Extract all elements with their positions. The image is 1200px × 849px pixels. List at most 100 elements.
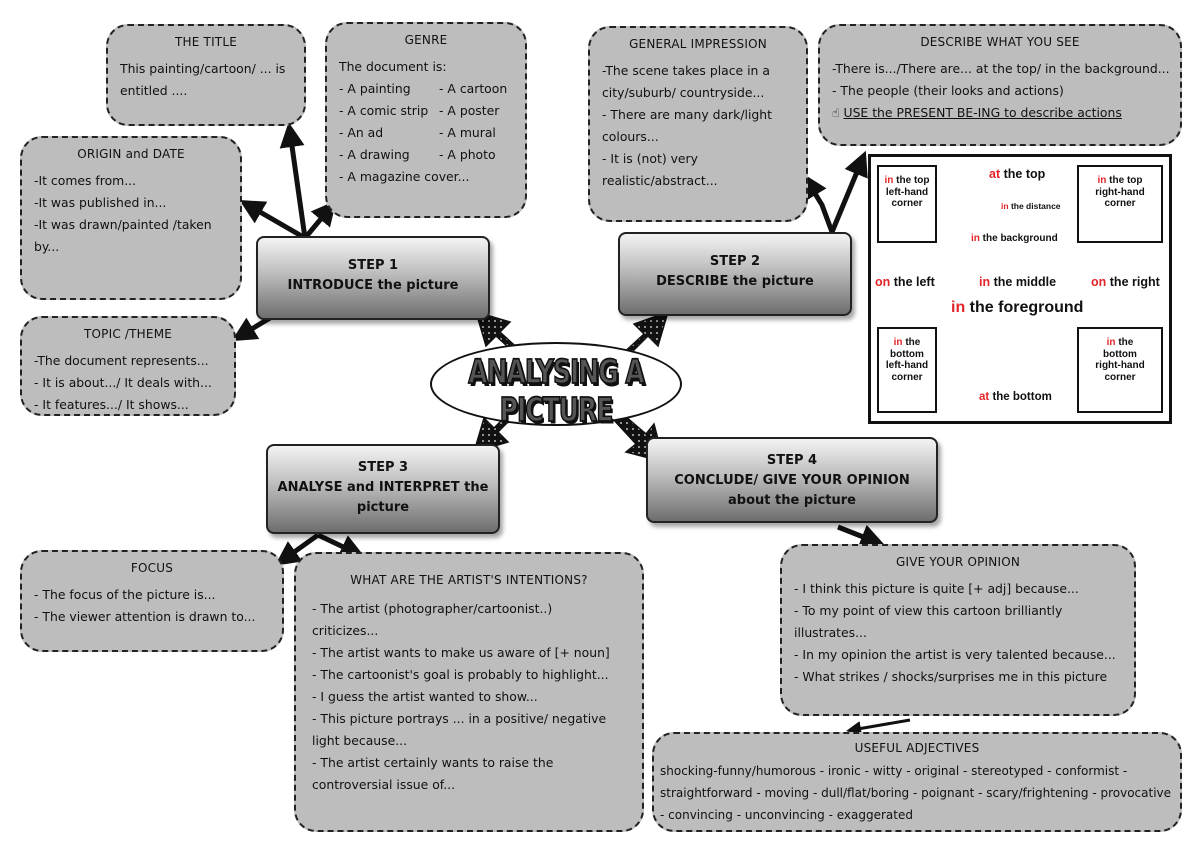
impression-box-heading: GENERAL IMPRESSION: [629, 37, 767, 51]
arrow-to-impression: [802, 173, 835, 233]
describe-line: -There is.../There are... at the top/ in…: [832, 61, 1170, 76]
arrow-to-intentions: [316, 532, 366, 558]
pos-foreground: in the foreground: [951, 299, 1084, 316]
focus-line: - The focus of the picture is...: [34, 587, 216, 602]
arrow-to-adjectives: [846, 718, 911, 736]
intentions-line: light because...: [312, 733, 408, 748]
genre-item: - A drawing: [339, 147, 410, 162]
genre-item: - A photo: [439, 147, 496, 162]
intentions-line: - This picture portrays ... in a positiv…: [312, 711, 607, 726]
intentions-line: controversial issue of...: [312, 777, 456, 792]
genre-box-heading: GENRE: [404, 33, 448, 47]
pos-bottom: at the bottom: [979, 391, 1052, 403]
intentions-line: criticizes...: [312, 623, 379, 638]
opinion-box-heading: GIVE YOUR OPINION: [895, 555, 1021, 569]
arrow-to-origin: [239, 199, 307, 241]
impression-box: GENERAL IMPRESSION -The scene takes plac…: [588, 26, 808, 222]
step2-box: STEP 2 DESCRIBE the picture: [618, 232, 852, 316]
arrow-to-describe: [829, 150, 868, 233]
impression-line: - It is (not) very: [602, 151, 698, 166]
intentions-line: - I guess the artist wanted to show...: [312, 689, 538, 704]
pointing-hand-icon: ☝: [832, 105, 840, 120]
arrow-to-focus: [274, 532, 320, 566]
opinion-line: illustrates...: [794, 625, 867, 640]
topic-line: - It features.../ It shows...: [34, 397, 189, 412]
opinion-box: GIVE YOUR OPINION - I think this picture…: [780, 544, 1136, 716]
intentions-line: - The cartoonist's goal is probably to h…: [312, 667, 609, 682]
pos-top: at the top: [989, 167, 1046, 181]
title-box-line: This painting/cartoon/ ... is: [120, 61, 286, 76]
topic-line: -The document represents...: [34, 353, 209, 368]
adjectives-text: shocking-funny/humorous - ironic - witty…: [660, 764, 1172, 822]
describe-box-heading: DESCRIBE WHAT YOU SEE: [920, 35, 1080, 49]
corner-bottom-right: in the bottom right-hand corner: [1077, 327, 1163, 413]
origin-line: -It was published in...: [34, 195, 167, 210]
step2-label: DESCRIBE the picture: [656, 274, 814, 289]
topic-line: - It is about.../ It deals with...: [34, 375, 212, 390]
center-ellipse: ANALYSING A PICTURE: [430, 342, 682, 430]
step1-heading: STEP 1: [347, 258, 399, 273]
impression-line: - There are many dark/light: [602, 107, 772, 122]
impression-line: realistic/abstract...: [602, 173, 718, 188]
step1-label: INTRODUCE the picture: [287, 278, 459, 293]
step4-label-line1: CONCLUDE/ GIVE YOUR OPINION: [674, 473, 910, 488]
adjectives-box: USEFUL ADJECTIVES shocking-funny/humorou…: [652, 732, 1182, 832]
focus-line: - The viewer attention is drawn to...: [34, 609, 256, 624]
genre-item: - A magazine cover...: [339, 169, 470, 184]
genre-item: - An ad: [339, 125, 384, 140]
focus-box: FOCUS - The focus of the picture is... -…: [20, 550, 284, 652]
corner-top-right: in the top right-hand corner: [1077, 165, 1163, 243]
opinion-line: - To my point of view this cartoon brill…: [794, 603, 1063, 618]
step4-label-line2: about the picture: [728, 493, 856, 508]
describe-line: - The people (their looks and actions): [832, 83, 1064, 98]
title-box: THE TITLE This painting/cartoon/ ... is …: [106, 24, 306, 126]
impression-line: colours...: [602, 129, 659, 144]
step4-heading: STEP 4: [766, 453, 818, 468]
origin-box: ORIGIN and DATE -It comes from... -It wa…: [20, 136, 242, 300]
genre-item: - A poster: [439, 103, 500, 118]
describe-box: DESCRIBE WHAT YOU SEE -There is.../There…: [818, 24, 1182, 146]
topic-box-heading: TOPIC /THEME: [83, 327, 173, 341]
intentions-line: - The artist certainly wants to raise th…: [312, 755, 554, 770]
corner-top-left: in the top left-hand corner: [877, 165, 937, 243]
pos-right: on the right: [1091, 275, 1160, 289]
arrow-to-title: [279, 122, 308, 239]
origin-box-heading: ORIGIN and DATE: [77, 147, 185, 161]
arrow-to-opinion: [837, 524, 886, 549]
opinion-line: - In my opinion the artist is very talen…: [794, 647, 1116, 662]
pos-left: on the left: [875, 275, 935, 289]
origin-line: by...: [34, 239, 60, 254]
describe-hint: ☝ USE the PRESENT BE-ING to describe act…: [832, 102, 1168, 124]
focus-box-heading: FOCUS: [130, 561, 174, 575]
corner-bottom-left: in the bottom left-hand corner: [877, 327, 937, 413]
step3-box: STEP 3 ANALYSE and INTERPRET the picture: [266, 444, 500, 534]
step3-label-line2: picture: [356, 500, 410, 515]
genre-box: GENRE The document is: - A painting - A …: [325, 22, 527, 218]
origin-line: -It comes from...: [34, 173, 137, 188]
title-box-heading: THE TITLE: [174, 35, 238, 49]
genre-item: - A painting: [339, 81, 411, 96]
step2-heading: STEP 2: [709, 254, 761, 269]
arrow-to-genre: [303, 200, 337, 240]
describe-hint-text: USE the PRESENT BE-ING to describe actio…: [843, 105, 1122, 120]
arrow-to-topic: [231, 315, 272, 342]
genre-item: - A mural: [439, 125, 496, 140]
intentions-line: - The artist wants to make us aware of […: [312, 645, 610, 660]
pos-middle: in the middle: [979, 275, 1057, 289]
step3-heading: STEP 3: [357, 460, 409, 475]
intentions-box-heading: WHAT ARE THE ARTIST'S INTENTIONS?: [350, 573, 588, 587]
origin-line: -It was drawn/painted /taken: [34, 217, 212, 232]
position-grid: in the top left-hand corner in the top r…: [868, 154, 1172, 424]
pos-distance: in the distance: [1001, 201, 1061, 211]
genre-intro: The document is:: [339, 59, 447, 74]
opinion-line: - What strikes / shocks/surprises me in …: [794, 669, 1108, 684]
title-box-line: entitled ....: [120, 83, 188, 98]
intentions-box: WHAT ARE THE ARTIST'S INTENTIONS? - The …: [294, 552, 644, 832]
opinion-line: - I think this picture is quite [+ adj] …: [794, 581, 1079, 596]
genre-item: - A cartoon: [439, 81, 508, 96]
step1-box: STEP 1 INTRODUCE the picture: [256, 236, 490, 320]
adjectives-box-heading: USEFUL ADJECTIVES: [854, 741, 980, 755]
genre-item: - A comic strip: [339, 103, 429, 118]
pos-background: in the background: [971, 233, 1058, 244]
impression-line: city/suburb/ countryside...: [602, 85, 765, 100]
